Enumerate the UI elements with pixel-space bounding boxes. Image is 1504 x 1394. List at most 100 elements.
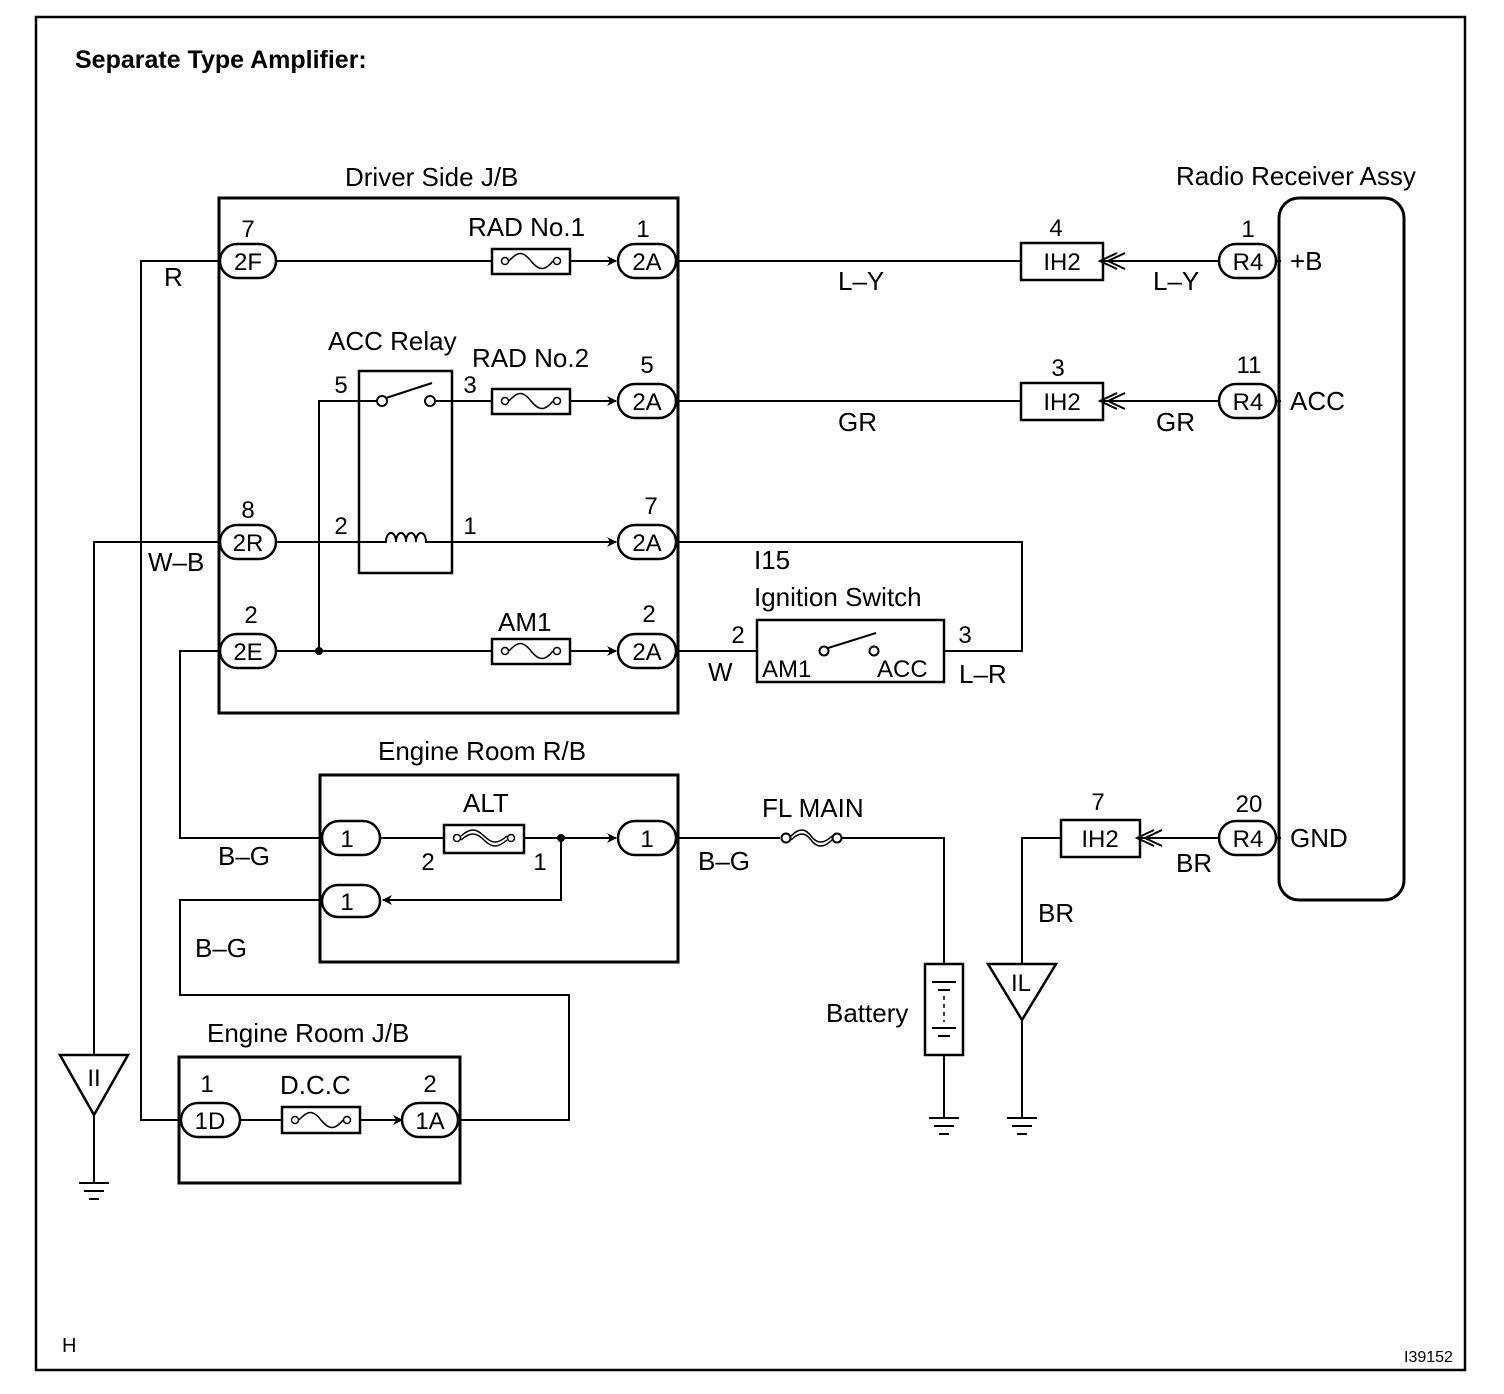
wire-br-ground xyxy=(1021,837,1061,964)
radio-terminal-acc: ACC xyxy=(1290,386,1345,416)
connector-1a: 1A 2 xyxy=(400,1071,460,1139)
connector-2e: 2E 2 xyxy=(218,602,278,670)
radio-receiver-label: Radio Receiver Assy xyxy=(1176,161,1416,191)
svg-text:1: 1 xyxy=(640,826,653,853)
svg-text:7: 7 xyxy=(241,216,254,243)
svg-text:1: 1 xyxy=(1241,216,1254,243)
connector-2a-2: 2A 5 xyxy=(616,352,678,420)
svg-text:2: 2 xyxy=(244,602,257,629)
connector-r4-acc: R4 11 xyxy=(1217,352,1278,420)
svg-text:2: 2 xyxy=(334,513,347,540)
svg-text:ACC: ACC xyxy=(877,656,928,683)
svg-text:D.C.C: D.C.C xyxy=(280,1070,351,1100)
svg-text:1: 1 xyxy=(463,513,476,540)
wire-label-gr-1: GR xyxy=(838,407,877,437)
corner-code-left: H xyxy=(62,1335,76,1357)
ground-point-ii: II xyxy=(57,1053,131,1118)
svg-text:7: 7 xyxy=(1091,789,1104,816)
svg-text:2F: 2F xyxy=(234,249,262,276)
svg-text:AM1: AM1 xyxy=(498,607,551,637)
fuse-dcc: D.C.C xyxy=(280,1070,362,1135)
connector-ih2-a: IH2 4 xyxy=(1019,215,1126,282)
connector-ih2-c: IH2 7 xyxy=(1059,789,1163,859)
svg-text:5: 5 xyxy=(334,372,347,399)
svg-text:Ignition Switch: Ignition Switch xyxy=(754,582,922,612)
connector-2r: 2R 8 xyxy=(218,497,278,561)
driver-side-jb-box xyxy=(217,196,680,715)
wire-label-w: W xyxy=(708,657,733,687)
wire-label-bg-2: B–G xyxy=(698,846,750,876)
connector-ih2-b: IH2 3 xyxy=(1019,355,1126,422)
connector-2f: 2F 7 xyxy=(218,216,278,280)
fuse-alt: ALT 2 1 xyxy=(421,788,546,876)
connector-rb-1-lower: 1 xyxy=(320,883,382,919)
wire-label-wb: W–B xyxy=(148,547,204,577)
svg-text:2: 2 xyxy=(731,622,744,649)
ignition-switch: AM1 ACC 2 3 I15 Ignition Switch xyxy=(731,545,972,684)
connector-2a-4: 2A 2 xyxy=(616,601,678,670)
svg-text:RAD No.2: RAD No.2 xyxy=(472,343,589,373)
connector-rb-1-right: 1 xyxy=(616,819,678,857)
fuse-rad-no1: RAD No.1 xyxy=(468,212,585,276)
radio-receiver-box xyxy=(1277,196,1406,902)
svg-text:2A: 2A xyxy=(632,389,661,416)
wire-r xyxy=(140,260,220,1121)
wire-label-ly-1: L–Y xyxy=(838,266,884,296)
svg-text:R4: R4 xyxy=(1233,389,1264,416)
connector-r4-b: R4 1 xyxy=(1217,216,1278,280)
svg-text:IL: IL xyxy=(1011,970,1031,997)
svg-text:2A: 2A xyxy=(632,639,661,666)
engine-room-rb-box xyxy=(318,773,680,964)
wire-lr xyxy=(676,541,1023,652)
wire-label-bg-3: B–G xyxy=(195,933,247,963)
svg-text:20: 20 xyxy=(1236,791,1263,818)
svg-text:2R: 2R xyxy=(233,530,264,557)
wire-bg-2e xyxy=(179,650,322,839)
diagram-frame xyxy=(34,15,1467,1372)
svg-text:RAD No.1: RAD No.1 xyxy=(468,212,585,242)
svg-text:4: 4 xyxy=(1049,215,1062,242)
wire-wb xyxy=(93,541,220,1055)
fuse-am1: AM1 xyxy=(490,607,572,666)
svg-text:2: 2 xyxy=(423,1071,436,1098)
splice-node xyxy=(315,647,323,655)
svg-text:Battery: Battery xyxy=(826,998,908,1028)
radio-terminal-b: +B xyxy=(1290,246,1323,276)
svg-text:3: 3 xyxy=(958,622,971,649)
svg-text:1D: 1D xyxy=(195,1108,226,1135)
battery: Battery xyxy=(826,962,965,1057)
svg-text:R4: R4 xyxy=(1233,826,1264,853)
svg-text:1: 1 xyxy=(200,1071,213,1098)
svg-text:I15: I15 xyxy=(754,545,790,575)
fuse-rad-no2: RAD No.2 xyxy=(472,343,589,416)
engine-room-rb-label: Engine Room R/B xyxy=(378,736,586,766)
drawing-number: I39152 xyxy=(1404,1349,1453,1366)
svg-text:11: 11 xyxy=(1237,352,1262,379)
wire-label-bg-1: B–G xyxy=(218,841,270,871)
connector-1d: 1D 1 xyxy=(179,1071,242,1139)
connector-rb-1-left: 1 xyxy=(320,819,382,857)
driver-side-jb-label: Driver Side J/B xyxy=(345,162,518,192)
svg-text:AM1: AM1 xyxy=(762,656,811,683)
svg-text:1: 1 xyxy=(340,826,353,853)
ground-point-il: IL xyxy=(985,962,1059,1023)
fuse-fl-main: FL MAIN xyxy=(762,793,864,847)
svg-text:2E: 2E xyxy=(233,639,262,666)
wire-rb-lower xyxy=(382,838,562,905)
diagram-title: Separate Type Amplifier: xyxy=(75,46,367,74)
ground-icon-battery xyxy=(929,1117,959,1135)
svg-text:ALT: ALT xyxy=(463,788,509,818)
ground-icon-il xyxy=(1007,1117,1037,1135)
svg-text:2: 2 xyxy=(421,849,434,876)
svg-text:8: 8 xyxy=(241,497,254,524)
svg-text:3: 3 xyxy=(463,372,476,399)
svg-text:1: 1 xyxy=(533,849,546,876)
svg-text:5: 5 xyxy=(640,352,653,379)
svg-text:7: 7 xyxy=(644,493,657,520)
svg-text:ACC Relay: ACC Relay xyxy=(328,326,457,356)
wire-label-br-2: BR xyxy=(1038,898,1074,928)
svg-text:IH2: IH2 xyxy=(1043,249,1080,276)
wire-label-gr-2: GR xyxy=(1156,407,1195,437)
wire-relay-5 xyxy=(318,400,380,651)
svg-text:IH2: IH2 xyxy=(1081,826,1118,853)
